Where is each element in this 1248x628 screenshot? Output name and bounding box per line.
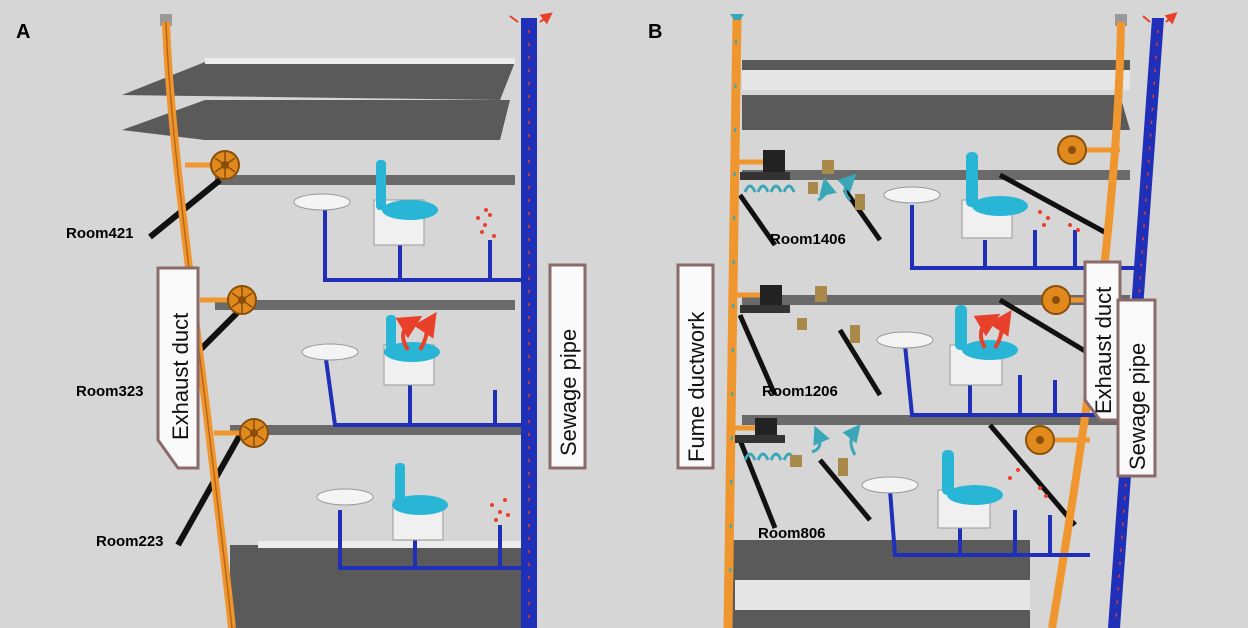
drain-branches-b — [888, 205, 1135, 557]
toilet-icon — [392, 463, 448, 541]
room-label: Room223 — [96, 533, 164, 550]
sink-icon — [301, 343, 359, 361]
room-label: Room323 — [76, 383, 144, 400]
sewage-pipe-label-sign: Sewage pipe — [548, 263, 587, 470]
panel-a: A — [16, 14, 587, 628]
toilet-icon — [937, 450, 1003, 529]
sewage-pipe-label-sign: Sewage pipe — [1116, 298, 1157, 478]
airflow-arrow-icon — [743, 173, 861, 461]
room-walls — [737, 172, 1112, 529]
sewage-pipe-label: Sewage pipe — [1125, 343, 1150, 470]
panel-b-letter: B — [648, 21, 662, 43]
sewage-pipe-label: Sewage pipe — [556, 329, 581, 456]
aerosol-plume-icon — [476, 208, 496, 238]
panel-b: B — [648, 14, 1173, 628]
exhaust-fan-icon — [1041, 285, 1071, 315]
vent-panels — [790, 160, 865, 476]
range-hood-icon — [735, 418, 785, 443]
aerosol-plume-icon — [1008, 210, 1080, 498]
toilet-icon — [949, 305, 1018, 386]
sewage-pipe-a — [509, 16, 548, 628]
range-hood-icon — [740, 285, 790, 313]
sink-icon — [876, 331, 934, 349]
room-label: Room421 — [66, 225, 134, 242]
exhaust-duct-label: Exhaust duct — [168, 313, 193, 440]
aerosol-plume-icon — [490, 498, 510, 522]
exhaust-duct-label-sign: Exhaust duct — [1083, 260, 1122, 422]
panel-a-letter: A — [16, 21, 30, 43]
drain-branches-a — [323, 210, 521, 570]
room-label: Room1206 — [762, 383, 838, 400]
exhaust-duct-label-sign: Exhaust duct — [156, 266, 200, 470]
toilet-icon — [961, 152, 1028, 239]
fume-ductwork-label-sign: Fume ductwork — [676, 263, 715, 470]
room-label: Room806 — [758, 525, 826, 542]
room-label: Room1406 — [770, 231, 846, 248]
exhaust-fan-icon — [239, 418, 269, 448]
exhaust-fan-icon — [1025, 425, 1055, 455]
exhaust-fan-icon — [1057, 135, 1087, 165]
top-slab — [742, 60, 1130, 130]
floor-slabs — [215, 175, 530, 628]
sink-icon — [861, 476, 919, 494]
sink-icon — [316, 488, 374, 506]
fume-ductwork-label: Fume ductwork — [684, 311, 709, 462]
top-slab — [122, 58, 515, 140]
range-hood-icon — [740, 150, 790, 180]
sink-icon — [883, 186, 941, 204]
toilet-icon — [383, 312, 440, 386]
toilet-icon — [373, 160, 438, 246]
exhaust-fan-icon — [210, 150, 240, 180]
exhaust-duct-label: Exhaust duct — [1091, 287, 1116, 414]
sink-icon — [293, 193, 351, 211]
exhaust-fan-icon — [227, 285, 257, 315]
